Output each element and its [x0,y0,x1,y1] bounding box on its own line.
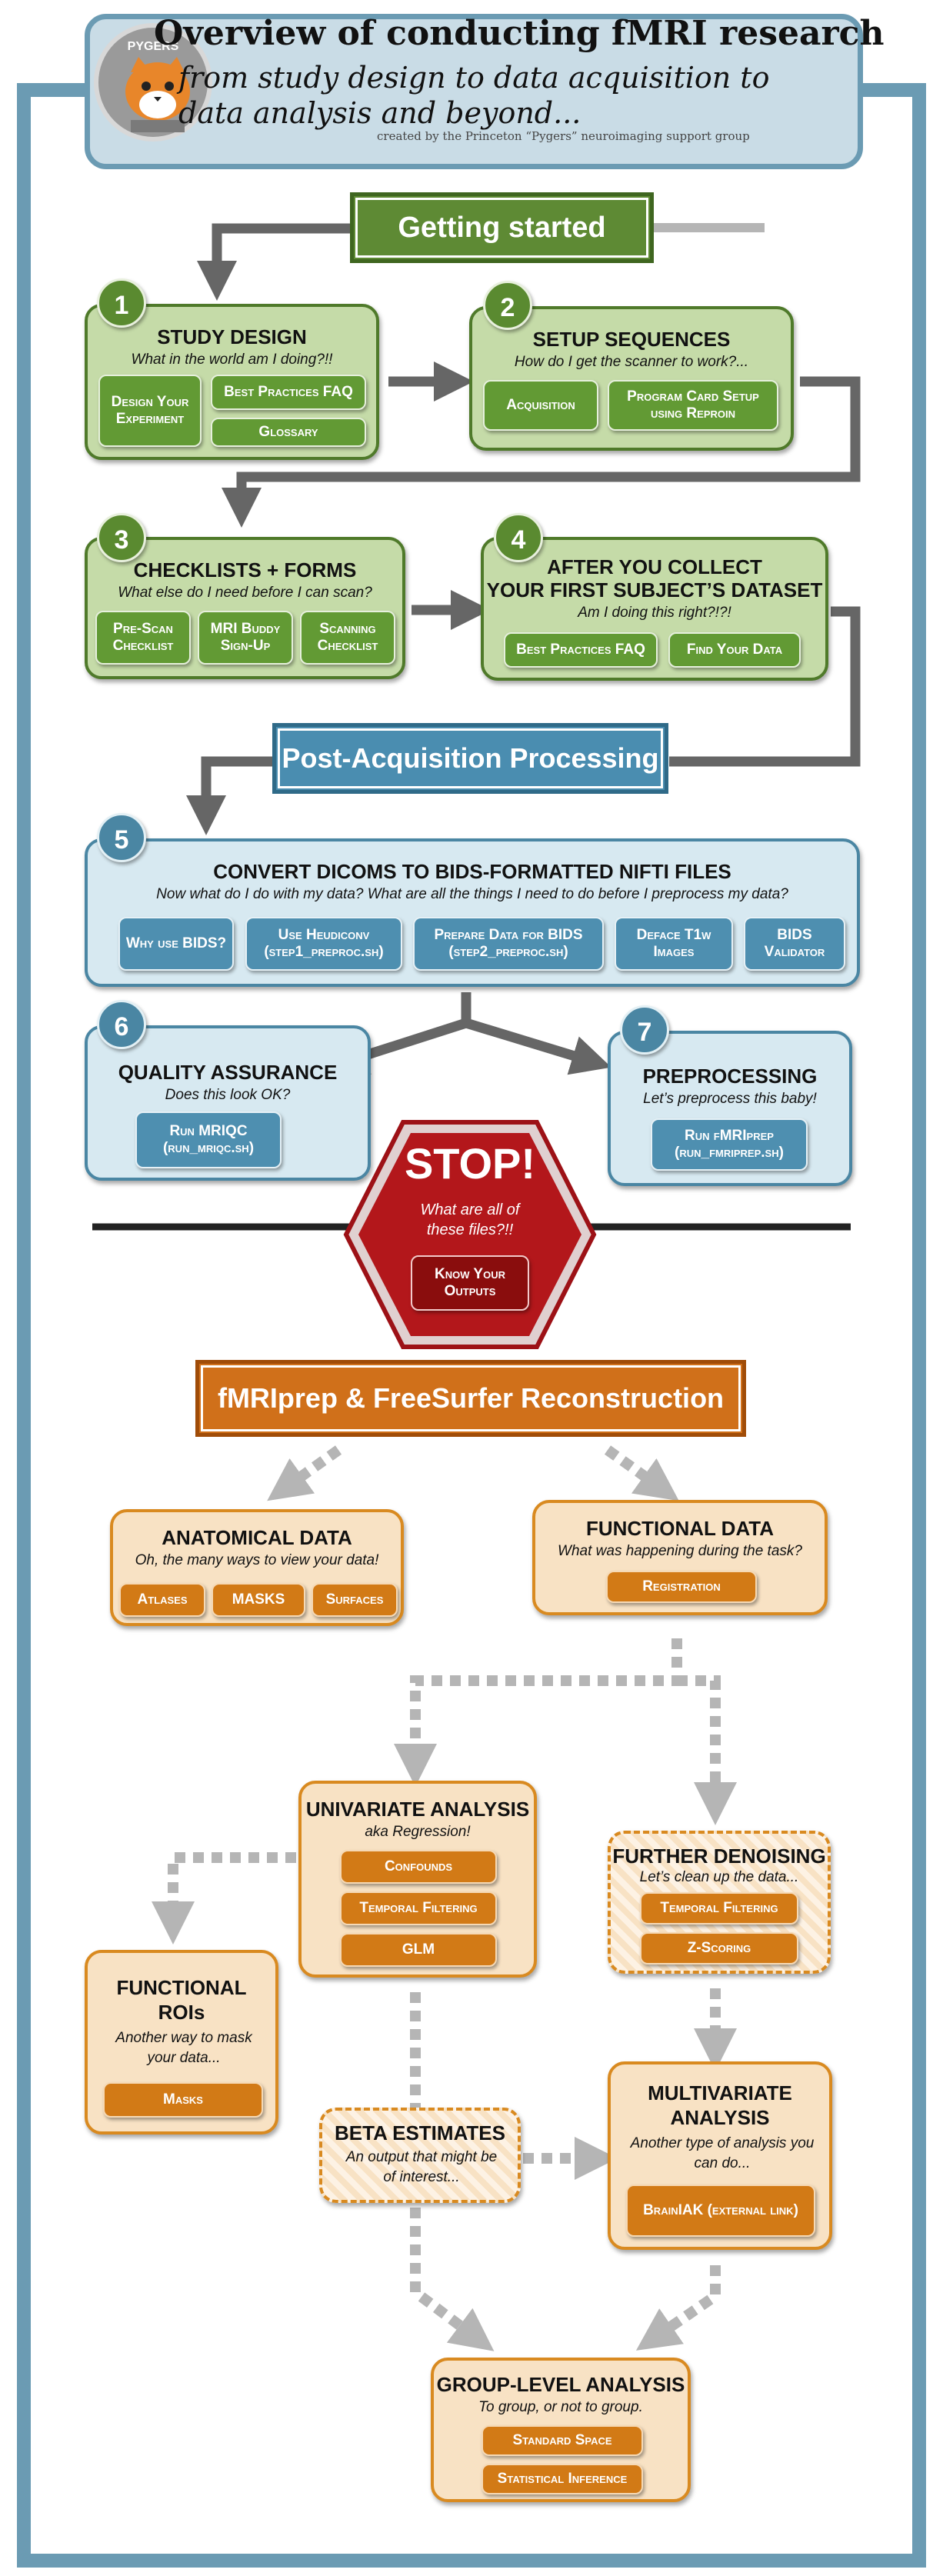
surfaces-button[interactable]: Surfaces [312,1583,398,1617]
brainiak-button[interactable]: BrainIAK (external link) [626,2184,815,2237]
scanning-checklist-button[interactable]: Scanning Checklist [300,611,395,665]
step-preprocessing: PREPROCESSING Let’s preprocess this baby… [608,1031,852,1186]
step-convert-dicoms: CONVERT DICOMS TO BIDS-FORMATTED NIFTI F… [85,838,860,987]
box-subtitle: An output that might be of interest... [345,2149,498,2185]
z-scoring-button[interactable]: Z-Scoring [640,1932,798,1964]
acquisition-button[interactable]: Acquisition [483,380,598,431]
multivariate-analysis-box: MULTIVARIATE ANALYSIS Another type of an… [608,2061,832,2250]
pre-scan-checklist-button[interactable]: Pre-Scan Checklist [95,611,191,665]
step-subtitle: Am I doing this right?!?! [578,605,731,621]
univariate-analysis-box: UNIVARIATE ANALYSIS aka Regression! Conf… [298,1781,537,1978]
stop-title: STOP! [404,1139,536,1188]
box-subtitle: Let’s clean up the data... [639,1869,799,1885]
post-acquisition-banner: Post-Acquisition Processing [272,723,668,794]
step-number-badge: 6 [97,1000,146,1049]
masks-button[interactable]: MASKS [212,1583,305,1617]
step-study-design: STUDY DESIGN What in the world am I doin… [85,304,379,460]
step-title: SETUP SEQUENCES [532,328,731,351]
atlases-button[interactable]: Atlases [119,1583,205,1617]
why-use-bids-button[interactable]: Why use BIDS? [118,917,234,971]
box-subtitle: aka Regression! [365,1824,471,1840]
getting-started-banner: Getting started [350,192,654,263]
box-title: GROUP-LEVEL ANALYSIS [436,2373,685,2396]
step-title: CHECKLISTS + FORMS [133,558,357,582]
beta-estimates-box: BETA ESTIMATES An output that might be o… [319,2108,521,2203]
step-title: STUDY DESIGN [157,325,307,348]
step-number-badge: 3 [97,513,146,562]
box-title: FUNCTIONAL DATA [585,1517,775,1540]
box-title-line2: ANALYSIS [670,2106,770,2129]
step-number-badge: 7 [620,1005,669,1055]
design-experiment-button[interactable]: Design Your Experiment [98,375,202,447]
temporal-filtering-button[interactable]: Temporal Filtering [340,1891,497,1925]
group-level-analysis-box: GROUP-LEVEL ANALYSIS To group, or not to… [431,2358,691,2502]
step-checklists-forms: CHECKLISTS + FORMS What else do I need b… [85,537,405,679]
step-number-badge: 2 [483,281,532,330]
step-subtitle: Now what do I do with my data? What are … [156,886,788,902]
step-quality-assurance: QUALITY ASSURANCE Does this look OK? Run… [85,1025,371,1181]
box-subtitle: To group, or not to group. [478,2399,643,2415]
pygers-logo: PYGERS [94,23,212,142]
anatomical-data-box: ANATOMICAL DATA Oh, the many ways to vie… [110,1509,404,1626]
confounds-button[interactable]: Confounds [340,1850,497,1884]
box-title: FUNCTIONAL [116,1976,247,1999]
functional-rois-box: FUNCTIONAL ROIs Another way to mask your… [85,1950,278,2134]
further-denoising-box: FURTHER DENOISING Let’s clean up the dat… [608,1831,831,1974]
prepare-data-bids-button[interactable]: Prepare Data for BIDS (step2_preproc.sh) [413,917,604,971]
deface-t1w-button[interactable]: Deface T1w Images [615,917,733,971]
functional-data-box: FUNCTIONAL DATA What was happening durin… [532,1500,828,1615]
best-practices-faq-button[interactable]: Best Practices FAQ [504,632,658,668]
step-after-first-subject: AFTER YOU COLLECT YOUR FIRST SUBJECT’S D… [481,537,828,681]
box-title: ANATOMICAL DATA [162,1526,352,1549]
know-your-outputs-button[interactable]: Know Your Outputs [411,1255,529,1311]
step-title: QUALITY ASSURANCE [118,1061,338,1084]
program-card-setup-button[interactable]: Program Card Setup using Reproin [608,380,778,431]
step-number-badge: 5 [97,813,146,862]
registration-button[interactable]: Registration [606,1571,757,1603]
step-subtitle: Does this look OK? [165,1087,291,1103]
box-title: BETA ESTIMATES [335,2121,505,2144]
run-mriqc-button[interactable]: Run MRIQC (run_mriqc.sh) [135,1111,282,1168]
box-subtitle: Another way to mask your data... [115,2030,252,2066]
glossary-button[interactable]: Glossary [211,418,366,447]
use-heudiconv-button[interactable]: Use Heudiconv (step1_preproc.sh) [245,917,402,971]
box-title: FURTHER DENOISING [612,1845,826,1868]
best-practices-faq-button[interactable]: Best Practices FAQ [211,375,366,410]
step-title: CONVERT DICOMS TO BIDS-FORMATTED NIFTI F… [213,860,731,883]
box-title: MULTIVARIATE [648,2081,792,2104]
page-subtitle: from study design to data acquisition to… [178,61,770,130]
fmriprep-freesurfer-banner: fMRIprep & FreeSurfer Reconstruction [195,1360,746,1437]
credit-line: created by the Princeton “Pygers” neuroi… [377,129,750,143]
page-title: Overview of conducting fMRI research [154,14,885,53]
step-title-line2: YOUR FIRST SUBJECT’S DATASET [486,578,823,602]
box-title-line2: ROIs [158,2001,205,2024]
box-subtitle: Another type of analysis you can do... [630,2135,815,2171]
find-your-data-button[interactable]: Find Your Data [668,632,801,668]
step-subtitle: Let’s preprocess this baby! [643,1091,817,1107]
step-setup-sequences: SETUP SEQUENCES How do I get the scanner… [469,306,794,451]
box-subtitle: Oh, the many ways to view your data! [135,1552,379,1568]
bids-validator-button[interactable]: BIDS Validator [744,917,845,971]
standard-space-button[interactable]: Standard Space [481,2425,643,2456]
step-subtitle: How do I get the scanner to work?... [514,354,749,370]
masks-button[interactable]: Masks [103,2082,263,2118]
mri-buddy-signup-button[interactable]: MRI Buddy Sign-Up [198,611,293,665]
glm-button[interactable]: GLM [340,1933,497,1967]
run-fmriprep-button[interactable]: Run fMRIprep (run_fmriprep.sh) [651,1118,808,1171]
stop-subtitle: What are all of these files?!! [420,1201,520,1238]
step-subtitle: What else do I need before I can scan? [118,585,372,601]
box-title: UNIVARIATE ANALYSIS [305,1798,530,1821]
logo-label: PYGERS [127,40,179,53]
step-title: PREPROCESSING [642,1065,818,1088]
step-number-badge: 4 [494,513,543,562]
step-title: AFTER YOU COLLECT [547,555,762,578]
tiger-icon [125,57,190,132]
temporal-filtering-button[interactable]: Temporal Filtering [640,1892,798,1925]
step-subtitle: What in the world am I doing?!! [131,352,333,368]
step-number-badge: 1 [97,278,146,328]
header-panel [85,14,863,169]
statistical-inference-button[interactable]: Statistical Inference [481,2464,643,2494]
box-subtitle: What was happening during the task? [558,1543,802,1559]
